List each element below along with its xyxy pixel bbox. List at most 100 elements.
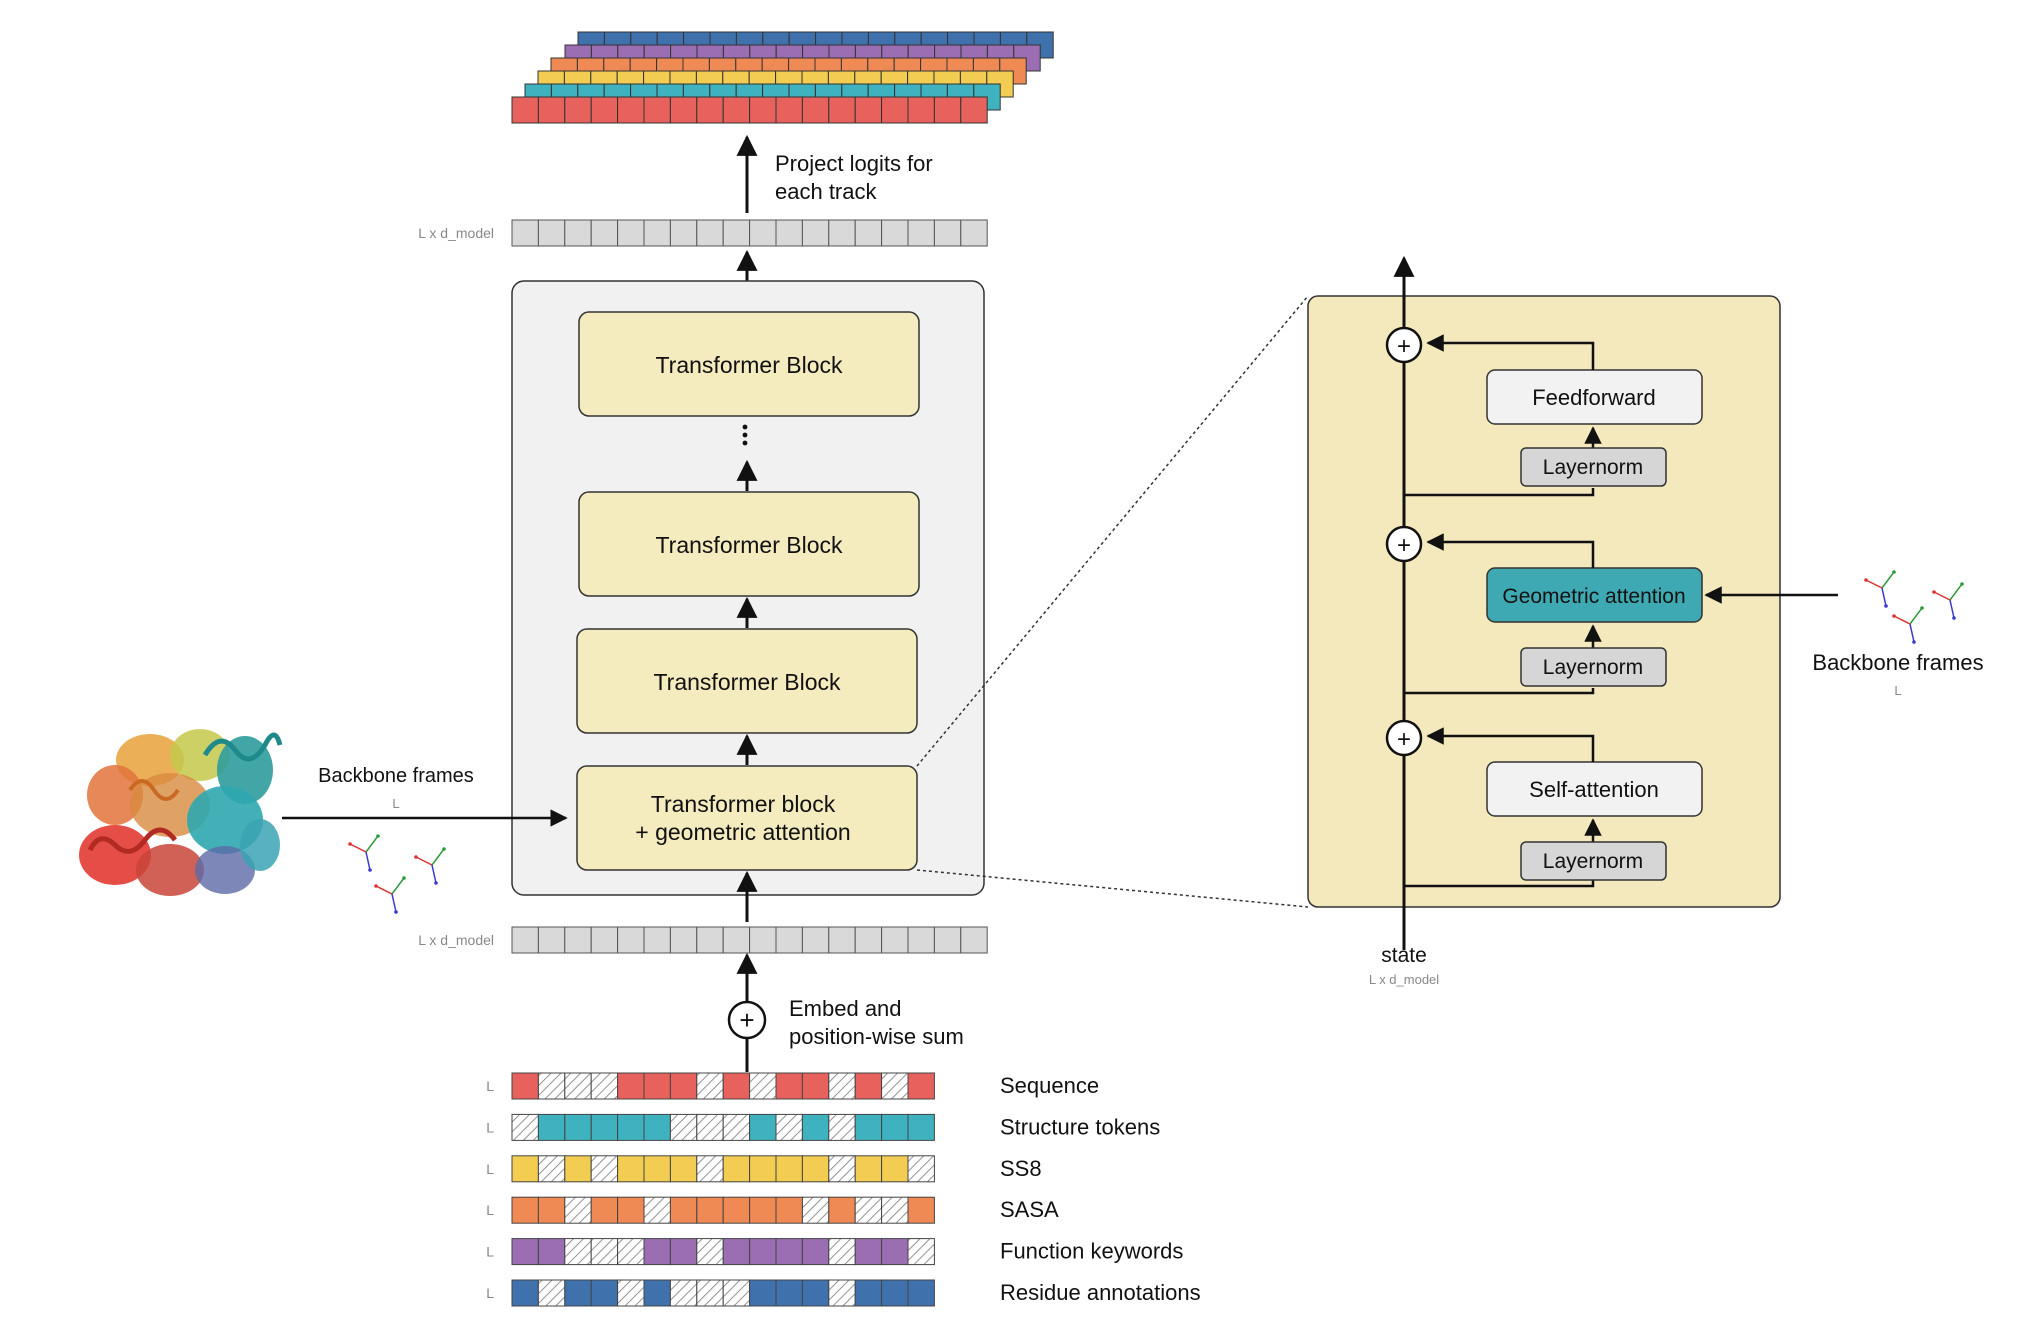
dims-cell [775, 219, 803, 247]
track-cell [643, 1279, 671, 1307]
transformer-block-3[interactable] [576, 628, 918, 734]
residual-add-bottom-plus: + [1397, 726, 1411, 753]
track-cell [854, 1196, 883, 1224]
self-attention-label: Self-attention [1529, 777, 1659, 802]
track-cell [617, 1238, 645, 1266]
residual-add-mid [1385, 525, 1423, 563]
dims-cell [749, 926, 777, 954]
dims-cell [960, 926, 988, 954]
feedforward-box[interactable] [1486, 369, 1703, 425]
track-cell [511, 1155, 539, 1183]
track-cell [854, 1113, 883, 1141]
sa-layernorm[interactable] [1520, 841, 1667, 881]
track-cell [801, 1196, 830, 1224]
transformer-block-1[interactable] [578, 311, 920, 417]
geometric-attention-box[interactable] [1486, 567, 1703, 623]
track-name: Structure tokens [1000, 1114, 1160, 1139]
track-length-label: L [486, 1161, 494, 1177]
track-cell [722, 1279, 751, 1307]
ff-branch-line [1404, 488, 1595, 497]
track-name: SS8 [1000, 1156, 1042, 1181]
dims-cell [854, 219, 883, 247]
project-label-line2: each track [775, 179, 877, 204]
track-cell [907, 1155, 935, 1183]
track-cell [828, 1072, 856, 1100]
output-logit-cell [643, 96, 671, 124]
left-backbone-frames-label: Backbone frames [318, 765, 474, 787]
track-cell [854, 1072, 883, 1100]
track-cell [537, 1072, 566, 1100]
track-cell [801, 1279, 830, 1307]
dims-cell [907, 926, 935, 954]
track-cell [643, 1196, 671, 1224]
dims-cell [960, 219, 988, 247]
track-cell [696, 1155, 724, 1183]
geometric-block-label-line1: Transformer block [651, 791, 836, 817]
track-length-label: L [486, 1119, 494, 1135]
dims-cell [511, 219, 539, 247]
dims-cell [775, 926, 803, 954]
track-cell [775, 1238, 803, 1266]
self-attention-box[interactable] [1486, 761, 1703, 817]
geo-out-line [1426, 533, 1595, 568]
track-cell [775, 1196, 803, 1224]
track-cell [775, 1113, 803, 1141]
track-cell [907, 1279, 935, 1307]
dims-cell [669, 926, 698, 954]
residual-add-mid-plus: + [1397, 532, 1411, 559]
output-logit-cell [933, 96, 962, 124]
dims-cell [854, 926, 883, 954]
track-cell [617, 1279, 645, 1307]
geometric-attention-block[interactable] [576, 765, 918, 871]
track-cell [564, 1072, 592, 1100]
dims-cell [907, 219, 935, 247]
track-cell [696, 1196, 724, 1224]
track-cell [722, 1113, 751, 1141]
protein-structure-image [79, 729, 283, 896]
track-cell [749, 1196, 777, 1224]
residual-add-top [1385, 326, 1423, 364]
dims-cell [643, 926, 671, 954]
geo-branch-line [1404, 688, 1595, 695]
dims-cell [643, 219, 671, 247]
dims-cell [537, 926, 566, 954]
track-cell [801, 1155, 830, 1183]
dims-cell [933, 219, 962, 247]
track-cell [775, 1155, 803, 1183]
track-cell [722, 1196, 751, 1224]
geo-layernorm[interactable] [1520, 647, 1667, 687]
dims-cell [828, 219, 856, 247]
track-cell [881, 1113, 909, 1141]
track-cell [590, 1072, 619, 1100]
track-cell [828, 1279, 856, 1307]
right-frame-axes-icons [1864, 570, 1964, 644]
track-cell [564, 1196, 592, 1224]
transformer-block-3-label: Transformer Block [653, 669, 841, 695]
transformer-block-2[interactable] [578, 491, 920, 597]
track-name: Function keywords [1000, 1239, 1183, 1264]
track-cell [801, 1072, 830, 1100]
track-cell [775, 1072, 803, 1100]
ff-layernorm-label: Layernorm [1543, 456, 1643, 479]
ff-layernorm[interactable] [1520, 447, 1667, 487]
track-cell [828, 1113, 856, 1141]
sa-layernorm-label: Layernorm [1543, 850, 1643, 873]
track-cell [907, 1238, 935, 1266]
track-name: Sequence [1000, 1073, 1099, 1098]
output-logit-cell [696, 96, 724, 124]
dims-cell [617, 219, 645, 247]
dims-cell [696, 219, 724, 247]
output-logit-cell [828, 96, 856, 124]
track-cell [881, 1072, 909, 1100]
ellipsis-dot [742, 424, 748, 430]
bottom-dims-row [511, 926, 988, 954]
transformer-block-1-label: Transformer Block [655, 352, 843, 378]
track-cell [537, 1279, 566, 1307]
geometric-block-label-line2: + geometric attention [635, 819, 850, 845]
track-cell [564, 1113, 592, 1141]
output-logit-cell [881, 96, 909, 124]
ellipsis-dot [742, 440, 748, 446]
track-cell [696, 1072, 724, 1100]
frame-axes-icon [348, 834, 380, 872]
